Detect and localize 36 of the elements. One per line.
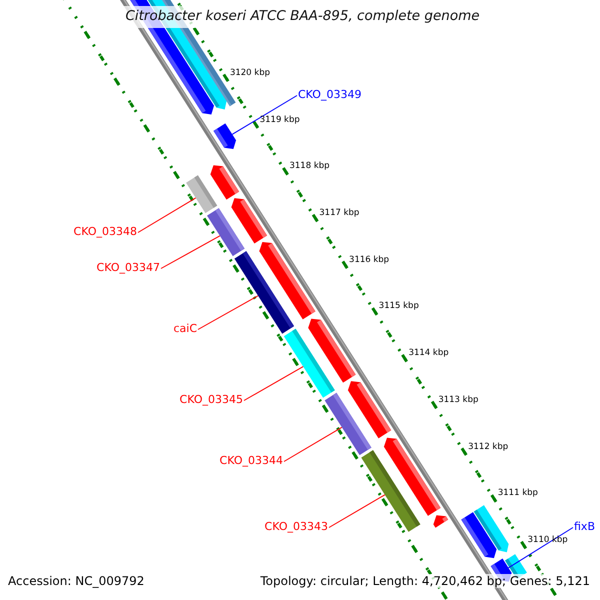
leader-line xyxy=(508,527,574,568)
scale-label: 3115 kbp xyxy=(378,301,419,312)
gene-label: fixB xyxy=(574,520,595,533)
gene-label: CKO_03344 xyxy=(220,454,283,467)
scale-label: 3119 kbp xyxy=(260,114,300,125)
accession-text: Accession: NC_009792 xyxy=(8,574,144,588)
scale-label: 3112 kbp xyxy=(468,442,508,452)
gene-feature xyxy=(361,450,420,532)
gene-feature xyxy=(207,208,245,256)
scale-label: 3118 kbp xyxy=(289,161,330,172)
gene-label: CKO_03349 xyxy=(298,88,362,101)
gene-label: CKO_03345 xyxy=(180,393,243,406)
leader-line xyxy=(244,366,304,401)
scale-label: 3120 kbp xyxy=(230,68,270,78)
gene-feature xyxy=(324,392,372,456)
gene-label: CKO_03347 xyxy=(96,261,160,274)
leader-line xyxy=(232,95,298,135)
scale-label: 3114 kbp xyxy=(408,348,449,358)
leader-line xyxy=(328,494,386,528)
leader-line xyxy=(284,426,342,462)
gene-feature xyxy=(234,251,294,334)
genome-summary-text: Topology: circular; Length: 4,720,462 bp; Genes: 5,121 xyxy=(258,574,592,588)
gene-feature xyxy=(186,175,218,214)
scale-label: 3116 kbp xyxy=(349,254,390,265)
gene-feature xyxy=(214,123,236,150)
gene-label: caiC xyxy=(173,322,197,335)
scale-label: 3117 kbp xyxy=(319,208,360,218)
gene-feature xyxy=(284,328,335,398)
scale-label: 3110 kbp xyxy=(528,535,568,546)
leader-line xyxy=(160,235,220,269)
scale-label: 3113 kbp xyxy=(438,394,478,405)
leader-line xyxy=(138,197,196,233)
gene-label: CKO_03348 xyxy=(74,225,137,238)
gene-label: CKO_03343 xyxy=(264,520,328,533)
scale-label: 3111 kbp xyxy=(498,488,538,498)
leader-line xyxy=(198,295,259,330)
